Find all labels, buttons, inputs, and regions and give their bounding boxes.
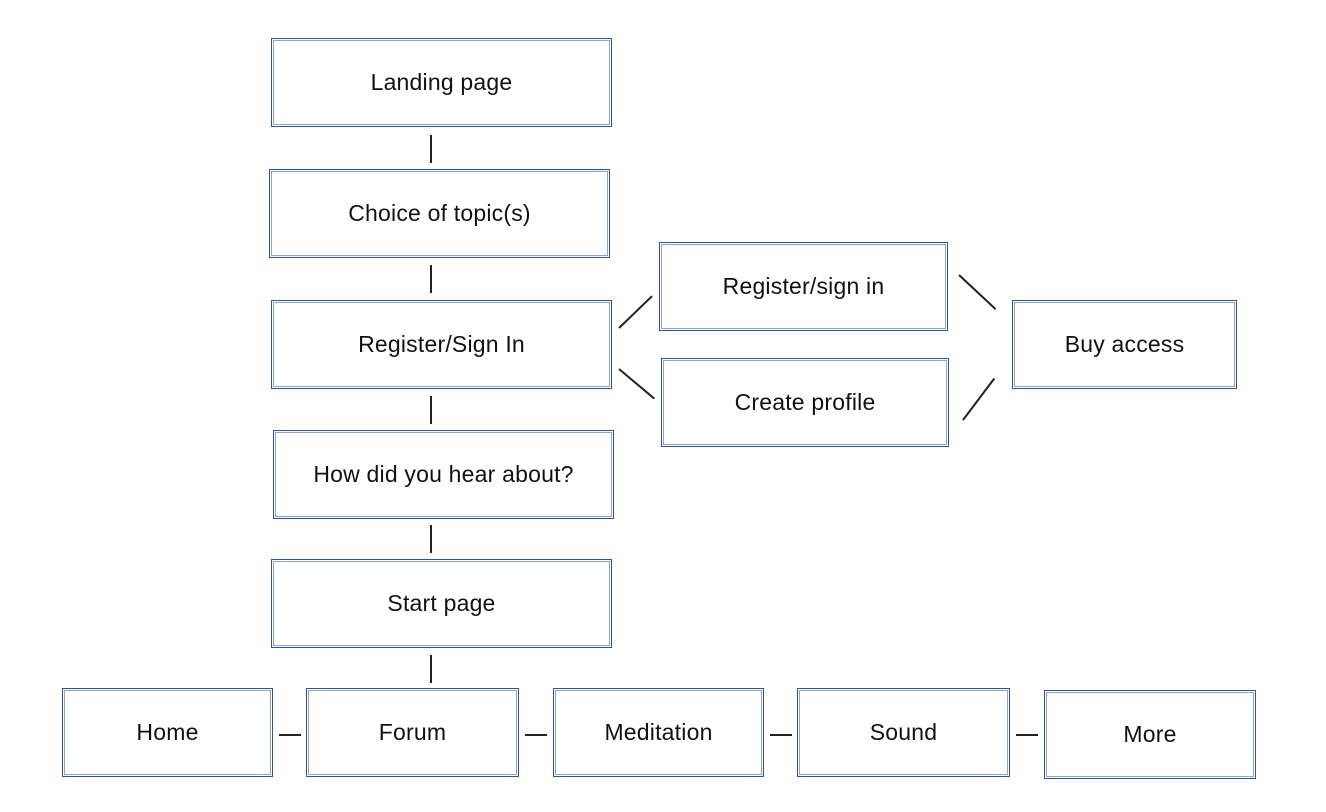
node-label: Meditation	[604, 719, 713, 745]
node-landing-page: Landing page	[271, 38, 612, 127]
node-start-page: Start page	[271, 559, 612, 648]
connector-register-to-hear	[430, 396, 432, 424]
node-home: Home	[62, 688, 273, 777]
connector-sound-to-more	[1016, 734, 1038, 736]
node-register-sign-in: Register/Sign In	[271, 300, 612, 389]
connector-profile-to-buy	[962, 377, 996, 421]
node-label: Choice of topic(s)	[348, 200, 531, 226]
connector-register-to-sign-in	[618, 295, 653, 329]
node-label: Register/sign in	[722, 273, 885, 299]
connector-home-to-forum	[279, 734, 301, 736]
node-label: Sound	[869, 719, 938, 745]
node-meditation: Meditation	[553, 688, 764, 777]
node-how-did-you-hear: How did you hear about?	[273, 430, 614, 519]
connector-topic-to-register	[430, 265, 432, 293]
connector-forum-to-meditation	[525, 734, 547, 736]
node-label: How did you hear about?	[313, 461, 574, 487]
node-label: Home	[136, 719, 199, 745]
node-label: Create profile	[734, 389, 876, 415]
connector-hear-to-start	[430, 525, 432, 553]
connector-start-to-nav	[430, 655, 432, 683]
node-more: More	[1044, 690, 1256, 779]
node-forum: Forum	[306, 688, 519, 777]
node-label: Landing page	[370, 69, 513, 95]
node-label: More	[1123, 721, 1177, 747]
node-sound: Sound	[797, 688, 1010, 777]
connector-register-to-profile	[618, 368, 655, 400]
node-register-sign-in-branch: Register/sign in	[659, 242, 948, 331]
node-label: Start page	[387, 590, 496, 616]
node-buy-access: Buy access	[1012, 300, 1237, 389]
node-create-profile: Create profile	[661, 358, 949, 447]
connector-sign-in-to-buy	[958, 274, 997, 310]
node-choice-of-topics: Choice of topic(s)	[269, 169, 610, 258]
node-label: Buy access	[1064, 331, 1185, 357]
connector-meditation-to-sound	[770, 734, 792, 736]
node-label: Forum	[378, 719, 447, 745]
node-label: Register/Sign In	[358, 331, 525, 357]
connector-landing-to-topic	[430, 135, 432, 163]
